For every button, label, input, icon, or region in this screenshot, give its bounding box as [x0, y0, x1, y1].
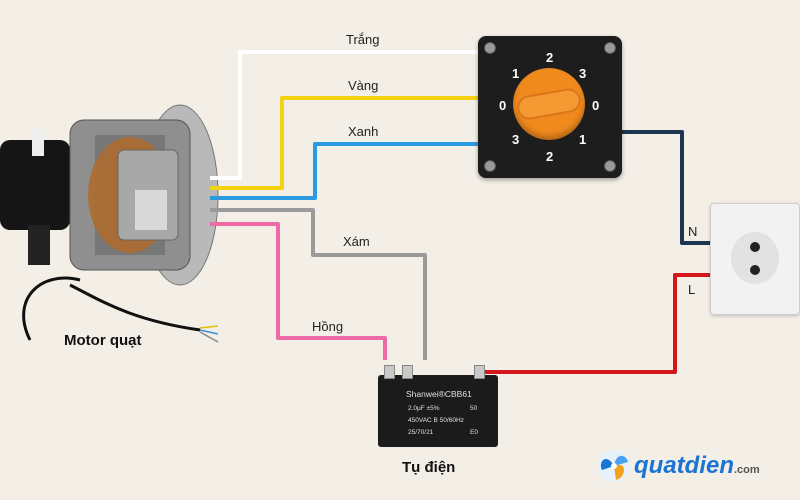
screw	[484, 42, 496, 54]
label-blue-wire: Xanh	[348, 124, 379, 139]
capacitor-rating-b: 50	[470, 405, 478, 412]
label-gray-wire: Xám	[343, 234, 370, 249]
label-neutral: N	[688, 224, 698, 239]
position-label: 1	[579, 132, 587, 147]
capacitor-terminal	[474, 365, 485, 379]
screw	[604, 42, 616, 54]
position-label: 1	[512, 66, 520, 81]
capacitor-caption: Tụ điện	[402, 459, 456, 476]
logo-name: quatdien	[634, 452, 734, 479]
position-label: 0	[592, 98, 600, 113]
position-label: 2	[546, 50, 554, 65]
motor-image	[0, 104, 219, 343]
capacitor-voltage: 450VAC B 50/60Hz	[408, 417, 464, 424]
screw	[484, 160, 496, 172]
position-label: 0	[499, 98, 507, 113]
capacitor-rating: 2.0µF ±5%	[408, 405, 440, 412]
logo-suffix: .com	[734, 464, 760, 476]
wire-blue	[210, 142, 480, 200]
socket-face	[731, 232, 779, 284]
fan-logo-icon	[598, 450, 630, 482]
socket-pin-neutral	[750, 242, 760, 252]
capacitor-class: 25/70/21	[408, 429, 434, 436]
capacitor-terminal	[384, 365, 395, 379]
capacitor-terminal	[402, 365, 413, 379]
motor-caption: Motor quạt	[64, 332, 142, 349]
capacitor-class-b: E0	[470, 429, 478, 436]
logo-wordmark: quatdien.com	[634, 452, 760, 480]
wire-white	[210, 50, 480, 180]
wire-pink	[210, 222, 387, 360]
wire-yellow	[210, 96, 480, 190]
label-live: L	[688, 282, 696, 297]
knob-grip	[517, 88, 581, 120]
position-label: 3	[579, 66, 587, 81]
position-label: 3	[512, 132, 520, 147]
label-white-wire: Trắng	[346, 32, 380, 47]
selector-knob[interactable]	[513, 68, 585, 140]
capacitor-brand: Shanwei®CBB61	[406, 389, 472, 399]
label-yellow-wire: Vàng	[348, 78, 379, 93]
position-label: 2	[546, 149, 554, 164]
label-pink-wire: Hồng	[312, 319, 344, 334]
socket-pin-live	[750, 265, 760, 275]
screw	[604, 160, 616, 172]
wire-gray	[210, 208, 427, 360]
capacitor: Shanwei®CBB61 2.0µF ±5% 50 450VAC B 50/6…	[378, 365, 498, 447]
wall-socket	[710, 203, 800, 315]
speed-selector-switch: 1 2 3 0 0 3 2 1	[478, 36, 622, 178]
